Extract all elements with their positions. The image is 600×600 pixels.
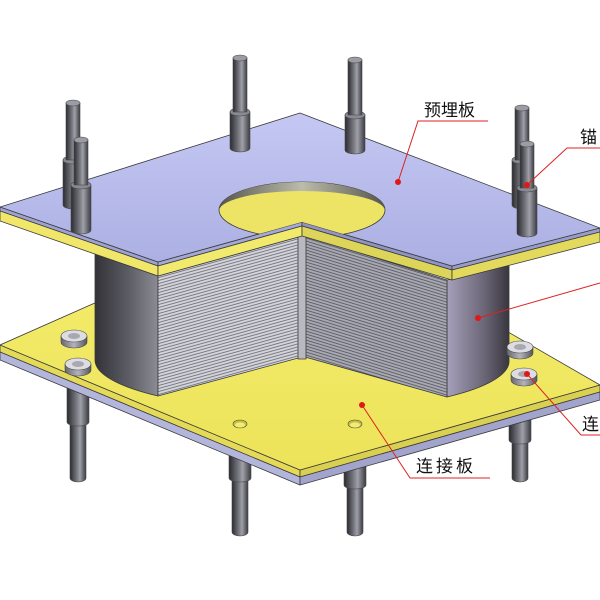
anchor-bolt <box>508 414 532 483</box>
right-nuts <box>506 340 538 387</box>
leader-line <box>526 373 600 436</box>
leader-line <box>361 404 490 479</box>
leader-line <box>397 120 488 183</box>
top-plate-edge-yellow-right <box>451 231 600 281</box>
callout-rubber <box>475 282 600 321</box>
label-connection-plate: 连接板 <box>416 457 476 477</box>
callout-anchor: 锚 <box>524 128 600 188</box>
leader-line <box>526 147 600 186</box>
nut <box>506 340 534 360</box>
leader-dot <box>524 371 530 377</box>
bolt-hole <box>232 419 248 429</box>
rubber-cylinder-right <box>446 264 510 398</box>
hole-inner-wall <box>218 182 385 212</box>
bottom-plate-edge-lavender-right <box>299 391 600 486</box>
anchor-bolt <box>66 384 90 483</box>
top-anchor-bolts <box>62 54 538 238</box>
nut <box>510 367 538 387</box>
leader-line <box>477 282 600 319</box>
nut <box>60 329 88 349</box>
callout-connection-partial: 连 <box>524 371 600 436</box>
label-embedded-plate: 预埋板 <box>424 101 475 121</box>
anchor-bolt <box>229 54 251 153</box>
anchor-bolt <box>228 451 252 537</box>
bolt-hole <box>347 419 363 429</box>
label-connection-partial: 连 <box>582 415 599 435</box>
top-plate-assembly <box>0 112 600 281</box>
callout-connection-plate: 连接板 <box>359 402 490 479</box>
label-anchor-partial: 锚 <box>580 128 597 148</box>
rubber-cylinder-left <box>94 253 159 397</box>
leader-dot <box>524 182 530 188</box>
anchor-bolt <box>344 56 366 155</box>
callout-embedded-plate: 预埋板 <box>395 101 488 185</box>
leader-dot <box>395 179 401 185</box>
core-center-column <box>297 235 307 360</box>
rubber-core <box>94 235 510 398</box>
anchor-bolt <box>343 461 367 537</box>
nut <box>64 357 92 377</box>
anchor-bolt <box>70 136 92 235</box>
leader-dot <box>359 402 365 408</box>
anchor-bolt <box>516 140 538 238</box>
leader-dot <box>475 315 481 321</box>
